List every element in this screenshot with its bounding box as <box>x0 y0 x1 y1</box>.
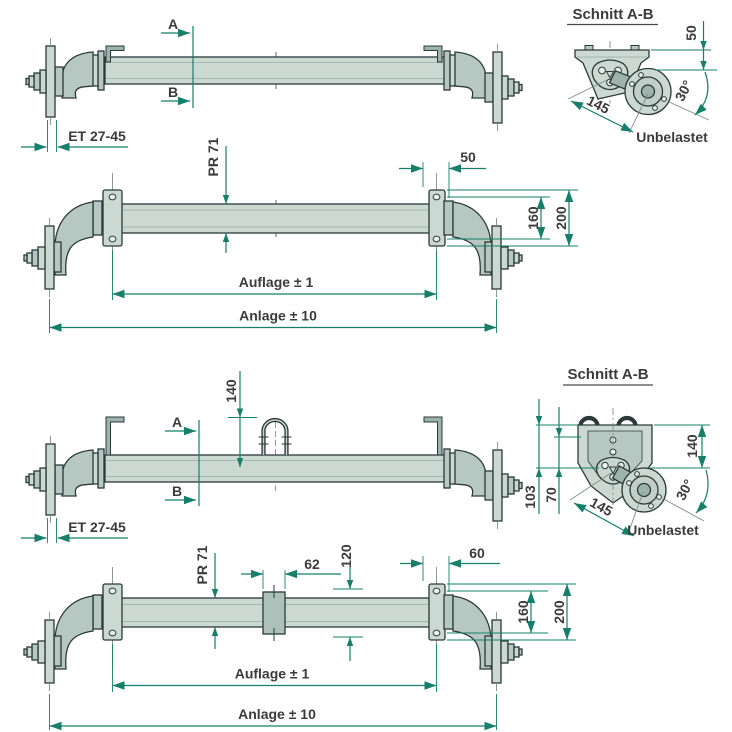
axle2-tube <box>104 454 446 483</box>
shock-bracket-left <box>105 416 125 456</box>
axle1-tube <box>104 56 446 85</box>
dim-lower-label: 70 <box>543 487 559 503</box>
dim-support-label: Auflage ± 1 <box>239 274 314 290</box>
trailing-arm-right <box>452 201 492 276</box>
shock-bracket-left <box>105 45 125 63</box>
dim-bracket-offset-label: 60 <box>469 545 485 561</box>
dim-plate-height-label: 200 <box>553 206 569 230</box>
dim-plate-height-label: 200 <box>551 600 567 624</box>
stub-axle-left <box>25 77 30 86</box>
dim-support-label: Auflage ± 1 <box>235 666 310 682</box>
dim-hole-spacing-label: 160 <box>515 600 531 624</box>
center-block <box>262 591 286 635</box>
section-ab-top: Schnitt A-B 50 30° <box>567 6 717 145</box>
axle1-plan-view: A B ET 27-45 <box>21 16 523 152</box>
angle-arc <box>694 71 709 116</box>
mounting-plate-left <box>102 189 123 247</box>
axle1-front-tube <box>119 203 431 234</box>
section-ab-bottom: Schnitt A-B 140 103 <box>522 366 710 538</box>
angle-label: 30° <box>673 477 697 503</box>
shock-bracket-right <box>423 416 443 456</box>
hub-flange-right <box>491 225 502 290</box>
hub-flange-left <box>44 619 55 684</box>
section-label-a: A <box>172 414 182 430</box>
dim-bracket-offset-label: 50 <box>460 149 476 165</box>
section-title: Schnitt A-B <box>572 6 653 23</box>
state-label: Unbelastet <box>636 129 708 145</box>
axle2-front-view: PR 71 62 120 60 160 200 Auflage ± 1 <box>23 544 576 731</box>
section-label-b: B <box>168 84 178 100</box>
dim-overall-label: Anlage ± 10 <box>239 308 317 324</box>
hub-flange-right <box>492 51 503 124</box>
section-label-b: B <box>172 483 182 499</box>
shock-bracket-right <box>423 45 443 63</box>
dim-et-label: ET 27-45 <box>68 519 126 535</box>
trailing-arm-right <box>454 51 487 99</box>
section-label-a: A <box>168 16 178 32</box>
dim-profile-label: PR 71 <box>205 137 221 176</box>
hub-flange-left <box>45 443 56 516</box>
dim-hole-spacing-label: 160 <box>525 206 541 230</box>
dim-height-label: 140 <box>684 434 700 458</box>
dim-et-label: ET 27-45 <box>68 128 126 144</box>
angle-label: 30° <box>672 78 696 104</box>
trailing-arm-right <box>454 449 487 497</box>
dim-block-width-label: 62 <box>304 556 320 572</box>
mounting-plate-left <box>102 583 123 641</box>
dim-overall-label: Anlage ± 10 <box>238 706 316 722</box>
dim-block-height-label: 120 <box>338 544 354 568</box>
trailing-arm-left <box>54 595 94 670</box>
dim-drop-label: 50 <box>683 25 699 41</box>
hub-flange-left <box>44 225 55 290</box>
trailing-arm-right <box>452 595 492 670</box>
dim-height-label: 140 <box>223 379 239 403</box>
u-bolt-section <box>616 415 638 427</box>
axle1-front-view: PR 71 50 160 200 Auflage ± 1 Anlage ± 10 <box>23 137 578 333</box>
hub-flange-left <box>45 45 56 118</box>
section-title: Schnitt A-B <box>567 366 648 383</box>
hub-flange-right <box>491 619 502 684</box>
stub-axle-right <box>518 83 523 92</box>
hub-flange-right <box>492 449 503 522</box>
state-label: Unbelastet <box>627 522 699 538</box>
angle-arc <box>695 469 709 514</box>
trailing-arm-left <box>61 51 94 99</box>
axle2-plan-view: 140 A B ET 27-45 <box>21 371 523 543</box>
u-bolt-section <box>578 415 600 427</box>
trailing-arm-left <box>54 201 94 276</box>
dim-upper-label: 103 <box>522 485 538 509</box>
dim-profile-label: PR 71 <box>194 545 210 584</box>
trailing-arm-left <box>61 449 94 497</box>
